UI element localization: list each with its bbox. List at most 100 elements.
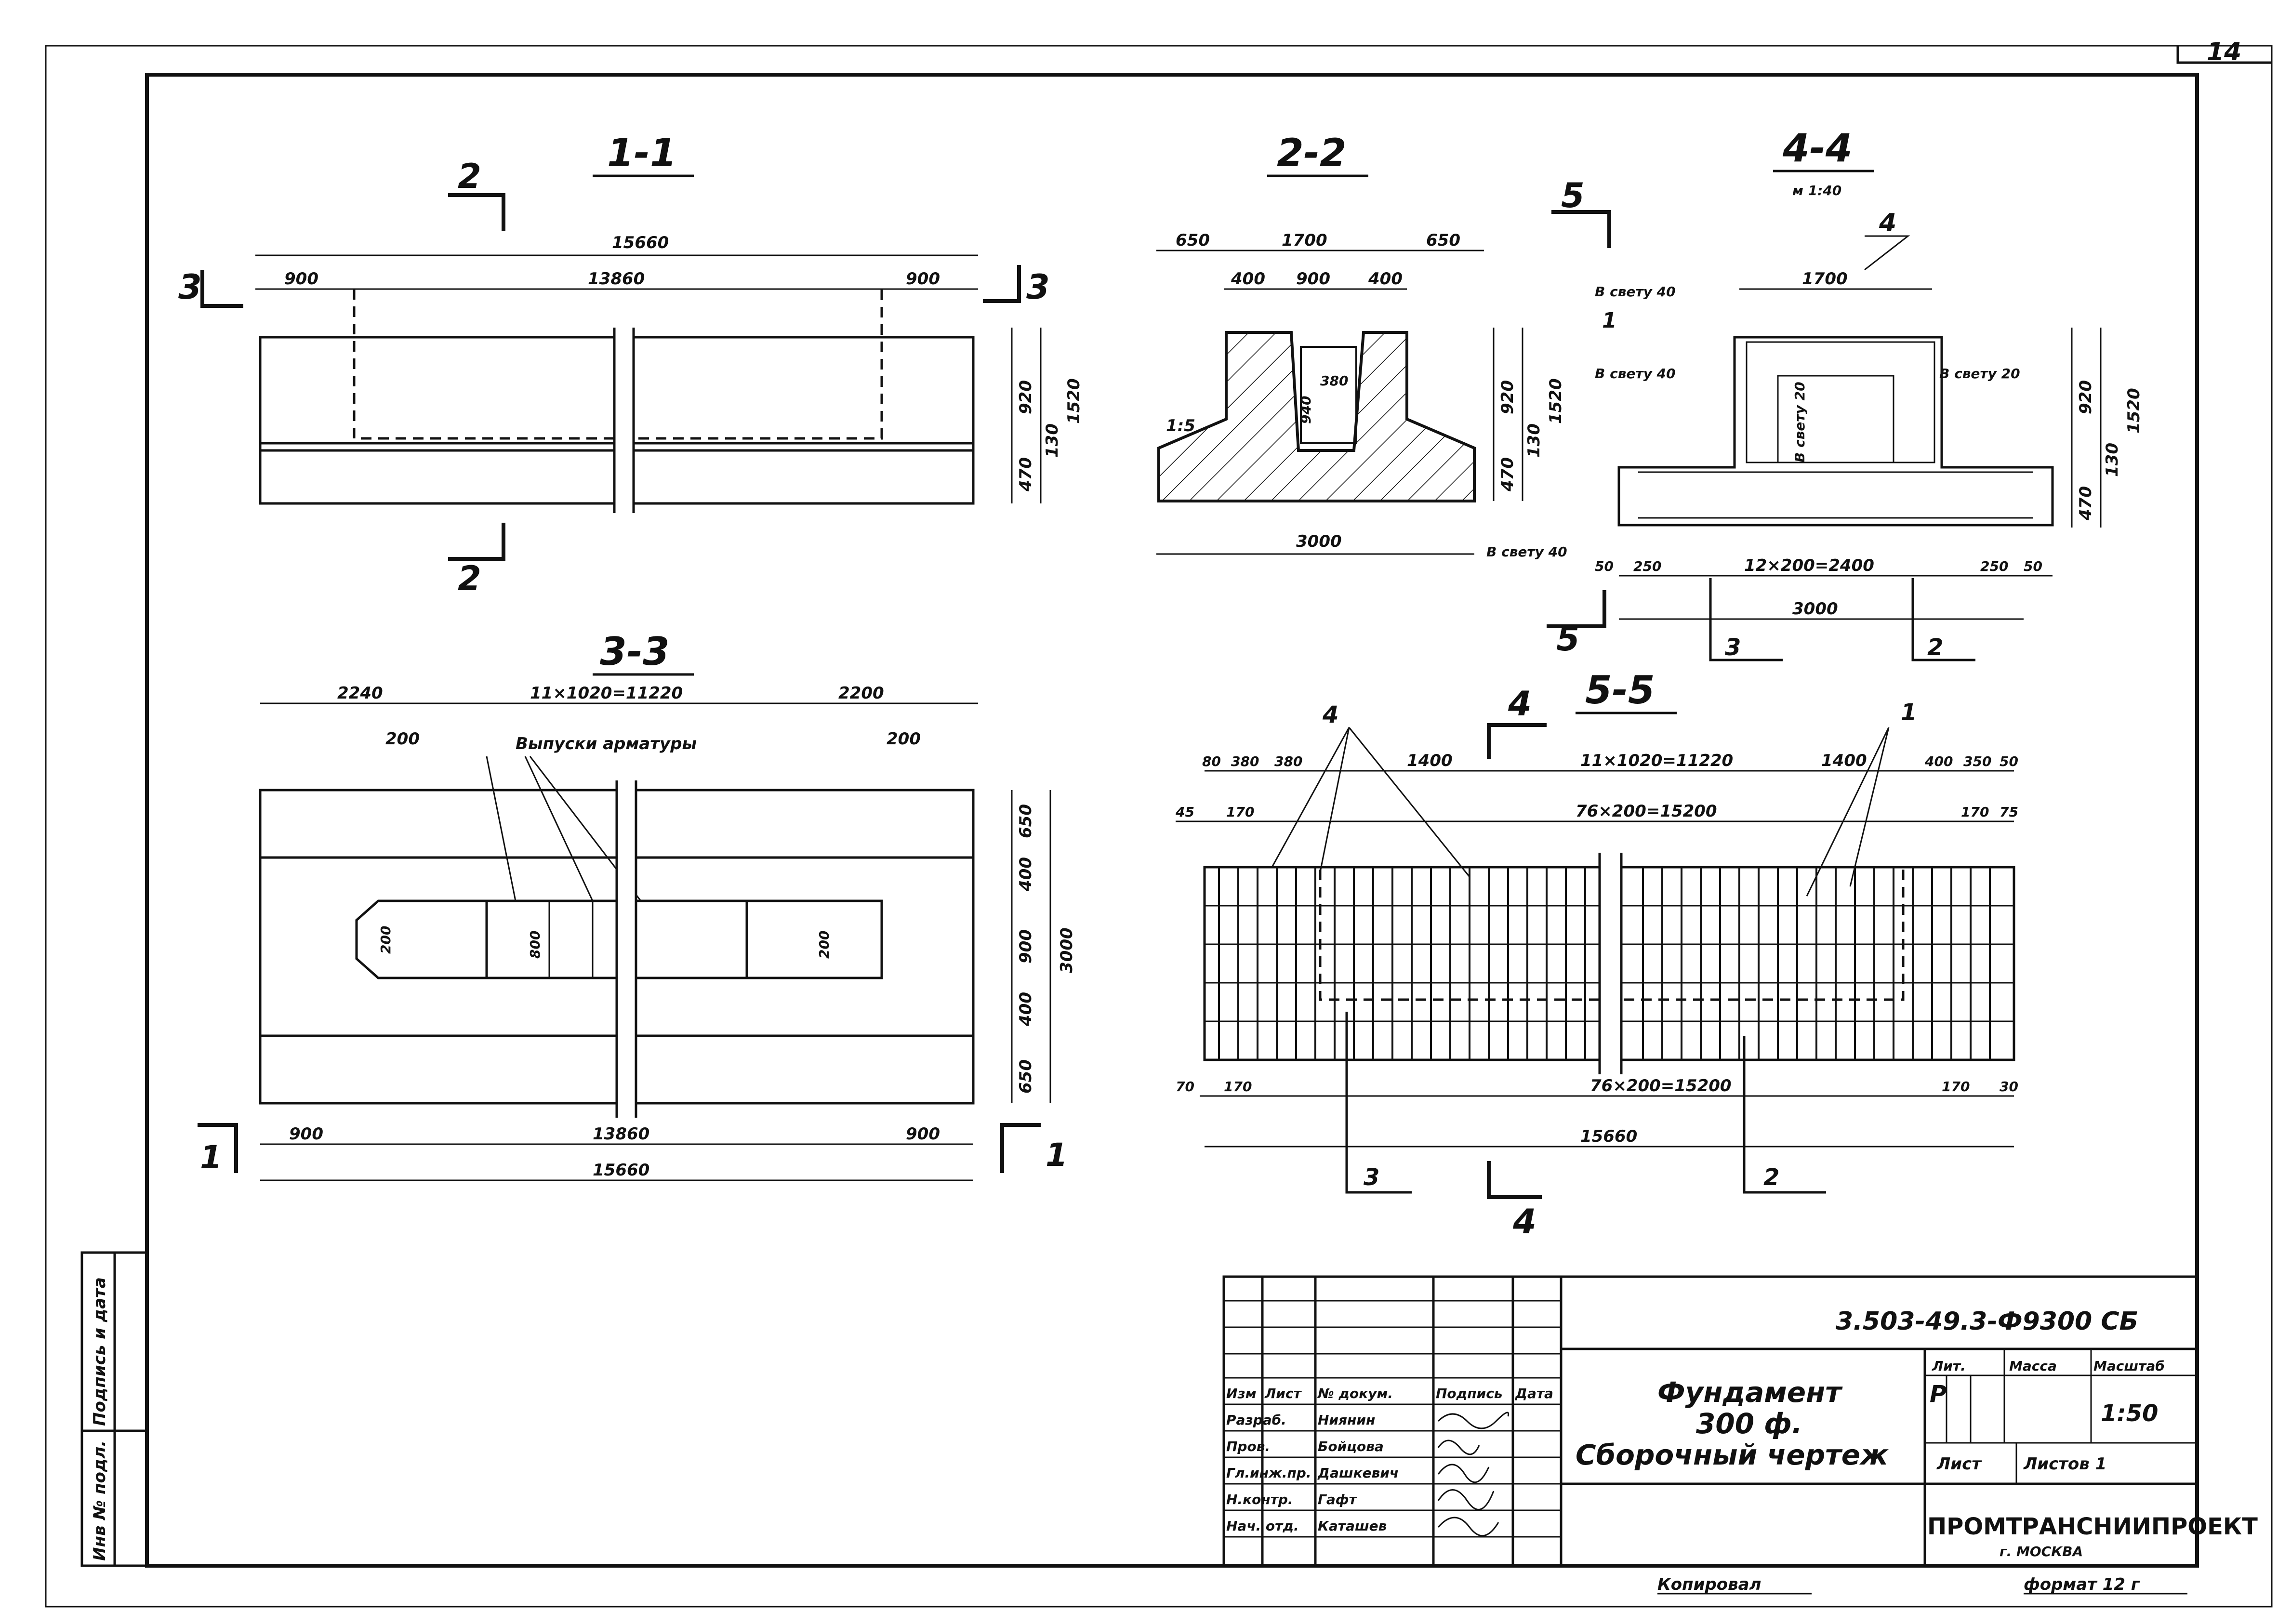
s22-dim-940: 940 bbox=[1298, 396, 1314, 424]
s33-dim-650-top: 650 bbox=[1016, 804, 1035, 838]
title-block: Изм Лист № докум. Подпись Дата Разраб. Н… bbox=[1222, 1275, 2258, 1567]
s55-dim-1400-right: 1400 bbox=[1821, 751, 1867, 770]
s33-dim-650-bottom: 650 bbox=[1016, 1059, 1035, 1094]
s55-dim-380-b: 380 bbox=[1274, 753, 1302, 769]
s55-position-4: 4 bbox=[1322, 701, 1338, 728]
s33-dim-11220: 11×1020=11220 bbox=[530, 684, 683, 703]
stamp-role-1: Пров. bbox=[1226, 1439, 1270, 1454]
s33-dim-400-top: 400 bbox=[1016, 857, 1035, 892]
stamp-name-0: Ниянин bbox=[1318, 1412, 1375, 1428]
cut-mark-2-bottom: 2 bbox=[458, 559, 481, 598]
s11-dim-1520: 1520 bbox=[1064, 378, 1084, 424]
copied-label: Копировал bbox=[1657, 1575, 1761, 1594]
title-line-2: 300 ф. bbox=[1696, 1407, 1802, 1440]
s33-callout: Выпуски арматуры bbox=[516, 734, 697, 753]
stamp-name-1: Бойцова bbox=[1318, 1439, 1384, 1454]
s33-dim-900-left: 900 bbox=[289, 1124, 323, 1144]
s22-dim-400-left: 400 bbox=[1231, 269, 1265, 289]
s44-dim-130: 130 bbox=[2103, 443, 2122, 477]
s55-dim-400: 400 bbox=[1924, 753, 1953, 769]
s44-cut-mark-3: 3 bbox=[1725, 634, 1741, 661]
s33-dim-800: 800 bbox=[527, 931, 543, 959]
cut-mark-1-left: 1 bbox=[200, 1139, 222, 1176]
s44-note-clear-40-c: В свету 40 bbox=[1486, 544, 1567, 560]
s55-cut-mark-4-bottom: 4 bbox=[1512, 1202, 1536, 1241]
s55-dim-170-right: 170 bbox=[1961, 804, 1989, 820]
s33-dim-200-right: 200 bbox=[887, 729, 921, 749]
organization-city: г. МОСКВА bbox=[2000, 1544, 2083, 1559]
s55-dim-350: 350 bbox=[1963, 753, 1991, 769]
s55-position-1: 1 bbox=[1901, 699, 1917, 726]
s44-dim-3000: 3000 bbox=[1792, 599, 1838, 619]
s44-dim-50-right: 50 bbox=[2024, 558, 2042, 574]
s44-dim-bars: 12×200=2400 bbox=[1744, 556, 1874, 575]
s22-dim-650-right: 650 bbox=[1426, 231, 1460, 250]
s44-dim-250-left: 250 bbox=[1633, 558, 1661, 574]
s33-dim-900-right: 900 bbox=[906, 1124, 940, 1144]
s44-position-1: 1 bbox=[1602, 308, 1617, 333]
title-line-3: Сборочный чертеж bbox=[1576, 1439, 1889, 1471]
s55-dim-380-a: 380 bbox=[1231, 753, 1259, 769]
section-2-2: 2-2 650 1700 650 400 900 400 380 940 1:5… bbox=[1156, 131, 1565, 555]
mass-header: Масса bbox=[2009, 1358, 2057, 1374]
s44-cut-mark-4: 4 bbox=[1879, 209, 1896, 238]
format-label: формат 12 г bbox=[2024, 1575, 2140, 1594]
s55-dim-170-left: 170 bbox=[1226, 804, 1254, 820]
s22-dim-3000: 3000 bbox=[1296, 532, 1342, 551]
s33-dim-2240: 2240 bbox=[337, 684, 383, 703]
s55-dim-45: 45 bbox=[1175, 804, 1194, 820]
side-label-inventory: Инв № подл. bbox=[90, 1440, 109, 1561]
s33-dim-200-mid-left: 200 bbox=[378, 926, 394, 954]
stamp-role-3: Н.контр. bbox=[1226, 1492, 1293, 1507]
document-code: 3.503-49.3-Ф9300 СБ bbox=[1836, 1307, 2138, 1336]
stamp-name-4: Каташев bbox=[1318, 1518, 1387, 1534]
stamp-header-doc: № докум. bbox=[1317, 1386, 1393, 1401]
s11-dim-middle: 13860 bbox=[588, 269, 645, 289]
s22-dim-650-left: 650 bbox=[1176, 231, 1210, 250]
s33-dim-200-left: 200 bbox=[385, 729, 420, 749]
s55-dim-15660: 15660 bbox=[1580, 1127, 1637, 1146]
s22-concrete-section bbox=[1157, 331, 1476, 502]
s33-dim-3000: 3000 bbox=[1057, 927, 1076, 973]
side-label-sign-date: Подпись и дата bbox=[90, 1277, 109, 1426]
s55-dim-15200-top: 76×200=15200 bbox=[1576, 802, 1717, 821]
s44-dim-920: 920 bbox=[2076, 380, 2095, 414]
s33-dim-2200: 2200 bbox=[838, 684, 884, 703]
s22-dim-470: 470 bbox=[1498, 457, 1517, 492]
s44-dim-50-left: 50 bbox=[1595, 558, 1614, 574]
s44-note-clear-20-b: В свету 20 bbox=[1792, 382, 1808, 462]
s44-dim-1700: 1700 bbox=[1802, 269, 1848, 289]
s11-dim-920: 920 bbox=[1016, 380, 1035, 414]
outer-border bbox=[45, 45, 2273, 1608]
s22-dim-900: 900 bbox=[1296, 269, 1330, 289]
cut-mark-3-left: 3 bbox=[178, 267, 202, 307]
scale-value: 1:50 bbox=[2101, 1400, 2158, 1427]
s44-dim-1520: 1520 bbox=[2124, 388, 2144, 434]
s33-dim-15660: 15660 bbox=[593, 1161, 649, 1180]
section-5-5-title: 5-5 bbox=[1585, 668, 1655, 713]
cut-mark-3-right: 3 bbox=[1026, 267, 1050, 307]
s55-cut-mark-4-top: 4 bbox=[1508, 684, 1532, 724]
sheet-number-box: 14 bbox=[2176, 38, 2272, 66]
s55-cut-mark-3: 3 bbox=[1364, 1164, 1379, 1191]
s44-dim-250-right: 250 bbox=[1980, 558, 2008, 574]
s11-dim-130: 130 bbox=[1043, 423, 1062, 458]
s44-cut-mark-2: 2 bbox=[1927, 634, 1943, 661]
s55-dim-70: 70 bbox=[1176, 1079, 1194, 1095]
section-1-1: 1-1 2 2 3 3 15660 900 13860 900 920 130 … bbox=[178, 131, 1084, 598]
s44-note-clear-20-a: В свету 20 bbox=[1939, 366, 2020, 382]
title-line-1: Фундамент bbox=[1657, 1376, 1843, 1409]
stamp-role-0: Разраб. bbox=[1226, 1412, 1286, 1428]
sheets-count-label: Листов 1 bbox=[2023, 1454, 2106, 1474]
stamp-role-4: Нач. отд. bbox=[1226, 1518, 1299, 1534]
s55-dim-30: 30 bbox=[2000, 1079, 2018, 1095]
s55-dim-50: 50 bbox=[2000, 753, 2018, 769]
s22-dim-380: 380 bbox=[1320, 373, 1348, 389]
s55-dim-15200-bottom: 76×200=15200 bbox=[1590, 1076, 1732, 1096]
sheet-number: 14 bbox=[2207, 38, 2241, 66]
s22-dim-130: 130 bbox=[1524, 423, 1544, 458]
s33-dim-200-mid-right: 200 bbox=[816, 931, 832, 959]
s44-note-clear-40-a: В свету 40 bbox=[1595, 284, 1676, 300]
section-4-4: 4-4 м 1:40 5 5 4 1700 В свету 40 1 В све… bbox=[1486, 126, 2144, 661]
s22-dim-1700: 1700 bbox=[1282, 231, 1327, 250]
